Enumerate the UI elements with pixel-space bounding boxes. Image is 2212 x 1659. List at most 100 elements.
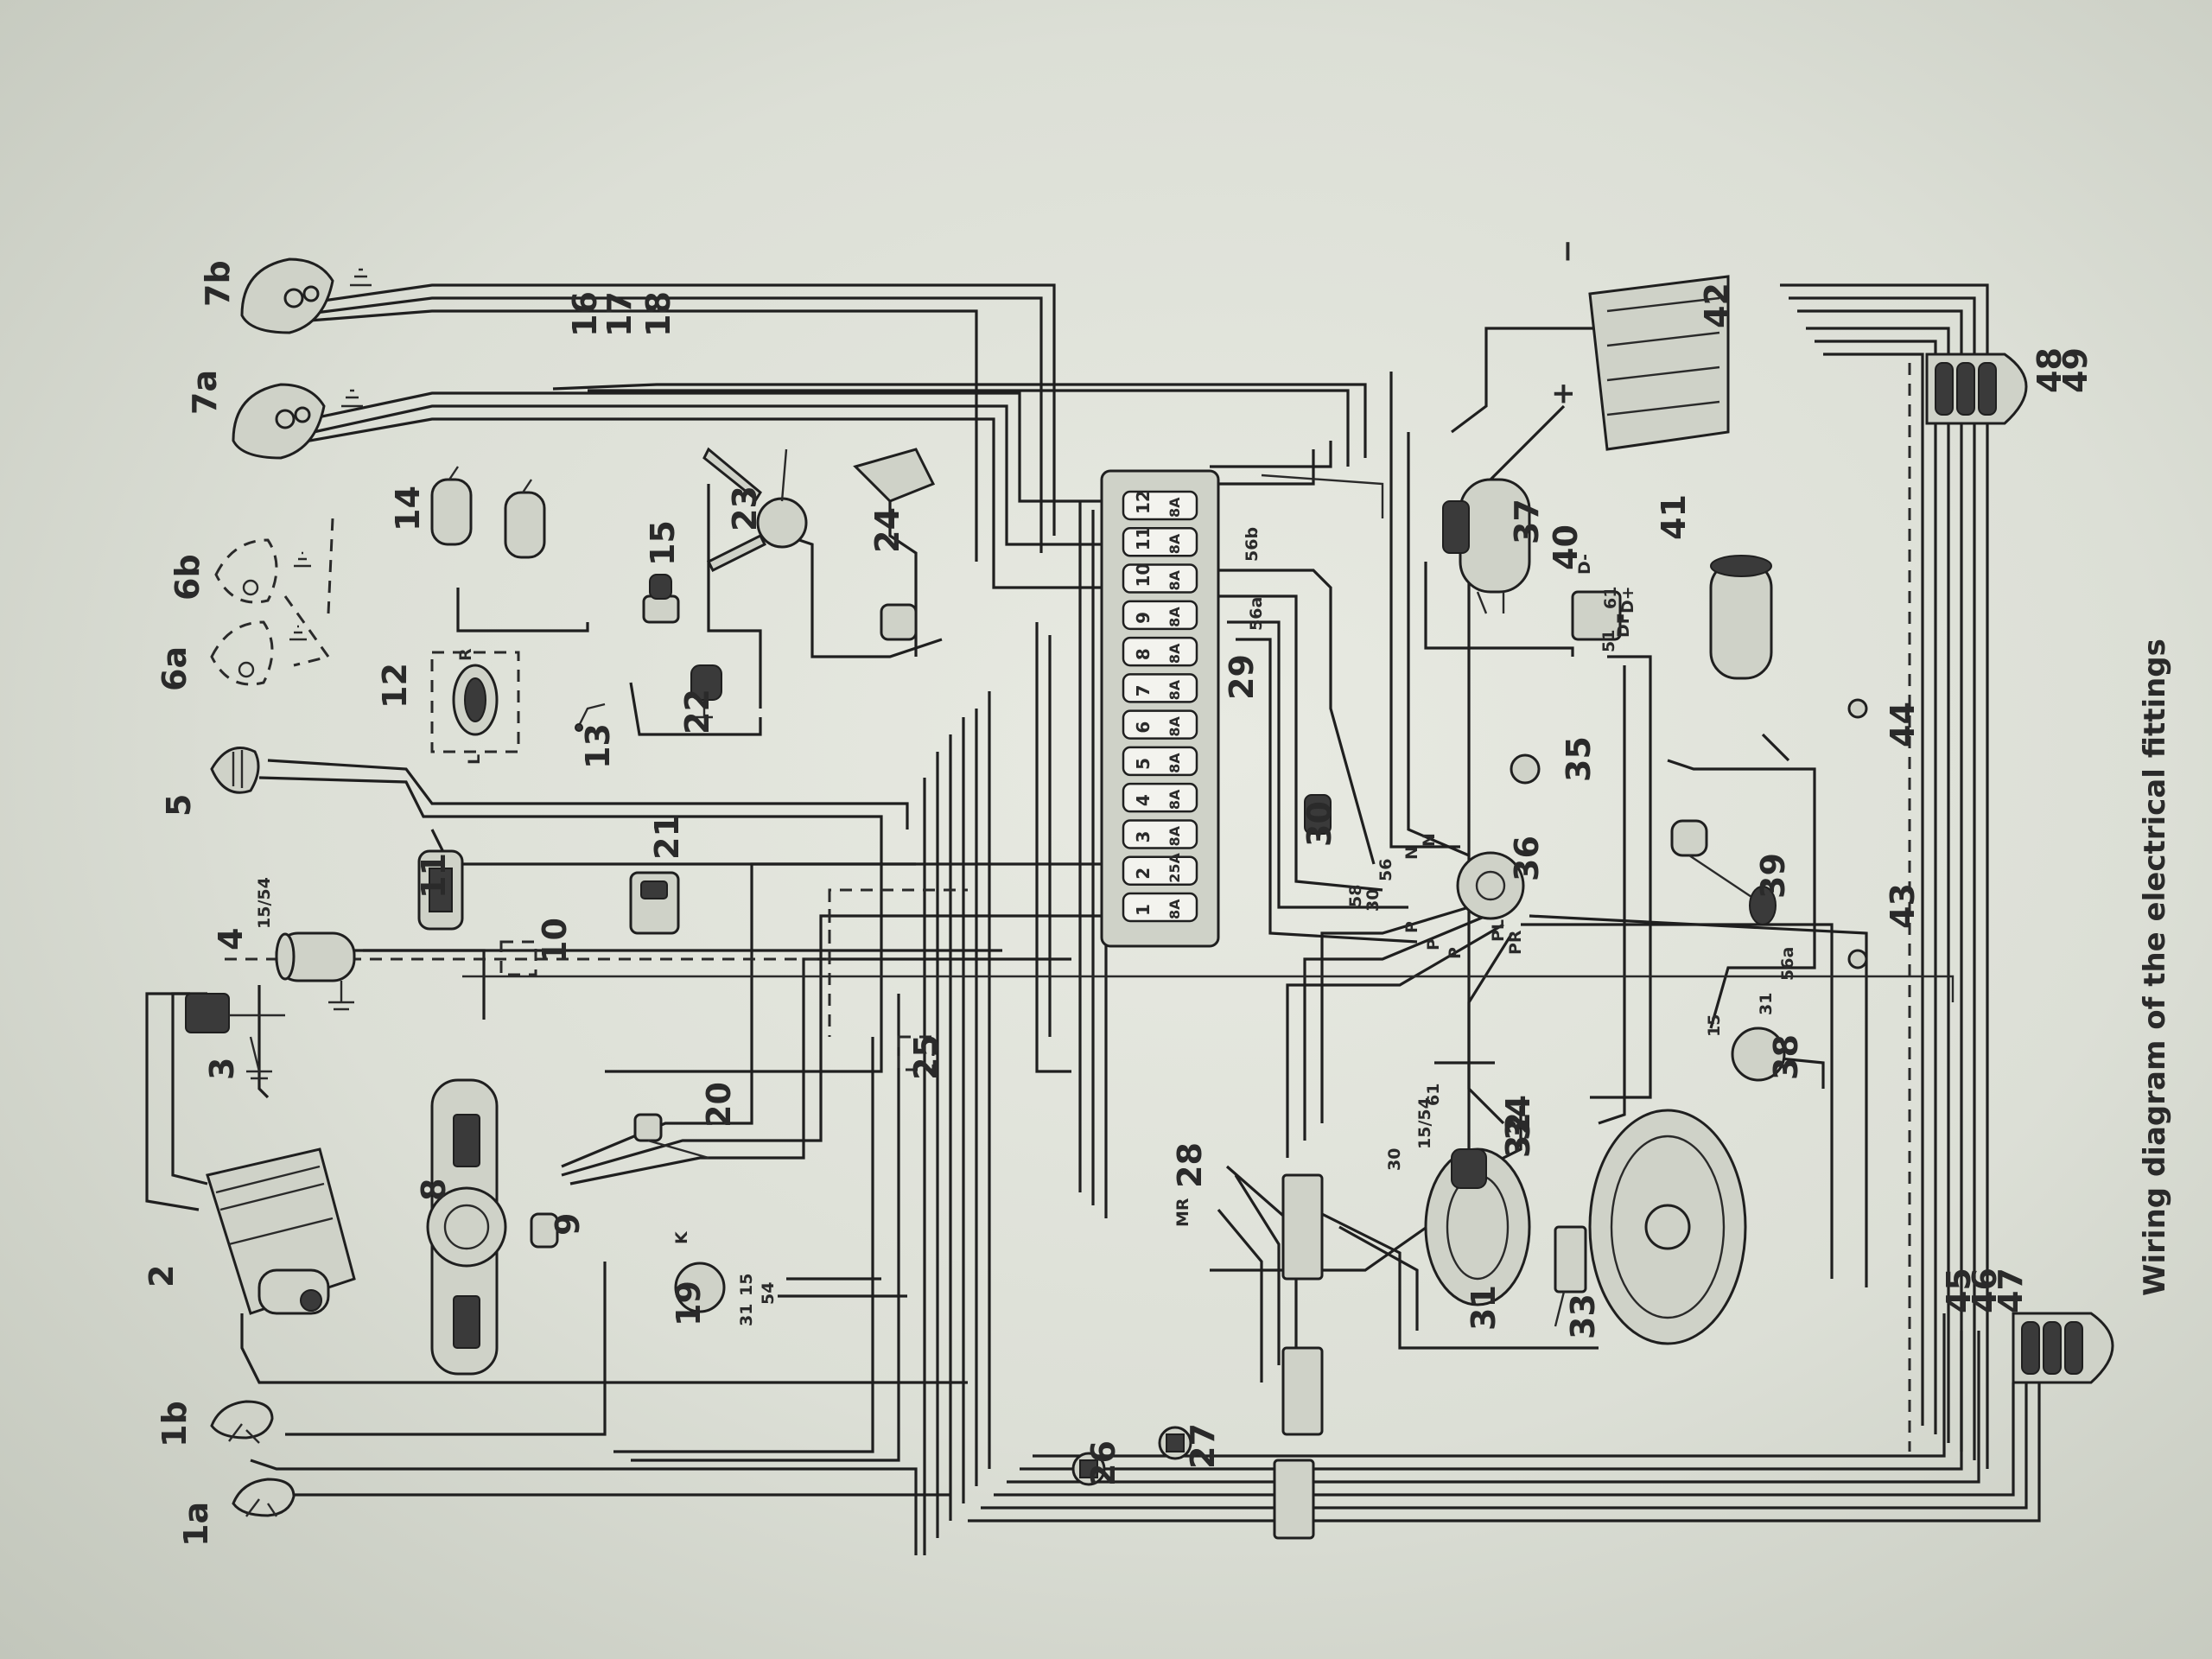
component-2	[206, 1147, 356, 1315]
component-6a	[210, 620, 307, 686]
component-34	[1588, 1109, 1747, 1345]
component-37	[1442, 478, 1531, 614]
component-label-7a: 7a	[186, 370, 224, 415]
component-14	[430, 466, 546, 559]
terminal-label-tN1: N	[1402, 846, 1421, 860]
fuse-body	[1122, 746, 1198, 777]
component-26	[1071, 1452, 1106, 1486]
terminal-label-tD_minus: D-	[1575, 554, 1594, 575]
component-label-37: 37	[1508, 499, 1546, 544]
terminal-label-t1554_ign: 15/54	[1415, 1097, 1434, 1149]
terminal-label-t58: 58	[1346, 885, 1365, 907]
component-8	[426, 1078, 507, 1376]
fuse-rating: 8A	[1166, 753, 1183, 773]
component-41	[1709, 555, 1773, 680]
component-24	[853, 448, 936, 641]
fuse-rating: 8A	[1166, 825, 1183, 846]
component-label-42: 42	[1698, 283, 1736, 328]
terminal-label-tK: K	[672, 1230, 691, 1244]
component-5	[210, 747, 260, 794]
terminal-label-tL: L	[465, 754, 484, 765]
component-35	[1510, 753, 1541, 785]
component-label-12: 12	[376, 663, 414, 709]
terminal-label-t54_19: 54	[759, 1282, 778, 1305]
component-40	[1571, 590, 1622, 641]
fuse-body	[1122, 855, 1198, 886]
fuse-body	[1122, 673, 1198, 703]
component-label-25: 25	[907, 1034, 945, 1080]
terminal-labels: 15/5415/543061583056NNPPPPLPR56a56a56b15…	[255, 239, 1797, 1327]
component-label-20: 20	[700, 1082, 738, 1128]
component-label-15: 15	[644, 520, 682, 566]
fuse-rating: 8A	[1166, 789, 1183, 810]
terminal-label-tP3: P	[1446, 947, 1465, 959]
component-43	[1847, 949, 1868, 969]
component-label-41: 41	[1655, 494, 1693, 540]
fuse-body	[1122, 527, 1198, 557]
terminal-label-tPL: PL	[1489, 919, 1508, 942]
fuse-rating: 8A	[1166, 497, 1183, 518]
terminal-label-tN2: N	[1420, 833, 1439, 847]
component-15	[642, 574, 680, 624]
fuse-body	[1122, 782, 1198, 813]
component-label-22: 22	[678, 689, 716, 734]
component-label-32: 32	[1499, 1112, 1537, 1158]
component-38	[1731, 1027, 1786, 1082]
fuse-rating: 25A	[1166, 852, 1183, 882]
component-label-34: 34	[1499, 1095, 1537, 1141]
terminal-label-batt_minus: −	[1550, 239, 1585, 264]
fuse-number: 9	[1133, 612, 1154, 624]
terminal-label-tDF: DF	[1614, 613, 1633, 638]
fuse-body	[1122, 636, 1198, 667]
component-label-27: 27	[1184, 1423, 1222, 1469]
terminal-label-tR: R	[456, 648, 475, 661]
component-label-16: 16	[566, 291, 604, 337]
component-label-45: 45	[1940, 1268, 1978, 1313]
wire-harness	[145, 283, 2041, 1555]
component-label-38: 38	[1767, 1034, 1805, 1080]
component-label-28: 28	[1171, 1142, 1209, 1188]
component-28	[1273, 1173, 1324, 1540]
component-label-48: 48	[2031, 347, 2069, 393]
terminal-label-t1554_coil: 15/54	[255, 877, 274, 929]
component-42	[1588, 275, 1730, 451]
component-23	[702, 447, 808, 573]
fuse-4: 4 8A	[1122, 782, 1198, 813]
fuse-number: 1	[1133, 904, 1154, 916]
component-label-14: 14	[389, 486, 427, 531]
component-4	[275, 931, 356, 1011]
component-label-10: 10	[536, 918, 574, 963]
component-39	[1670, 819, 1777, 925]
component-label-1a: 1a	[177, 1502, 215, 1547]
component-1a	[232, 1478, 296, 1517]
component-6b	[214, 538, 311, 604]
fuse-body	[1122, 819, 1198, 849]
terminal-label-tP2: P	[1424, 938, 1443, 950]
terminal-label-t31_19: 31	[737, 1304, 756, 1326]
fuse-rating: 8A	[1166, 533, 1183, 554]
terminal-label-t15_38: 15	[1705, 1014, 1724, 1037]
fuse-rating: 8A	[1166, 569, 1183, 590]
terminal-label-tMR: MR	[1173, 1198, 1192, 1227]
component-label-19: 19	[670, 1281, 708, 1326]
terminal-label-t56a_lower: 56a	[1778, 947, 1797, 981]
component-label-1b: 1b	[156, 1401, 194, 1447]
component-21	[629, 871, 680, 935]
component-label-47: 47	[1992, 1268, 2030, 1313]
fuse-number: 2	[1133, 868, 1154, 880]
component-label-17: 17	[601, 291, 639, 337]
fuse-number: 7	[1133, 684, 1154, 696]
terminal-label-t30_sw: 30	[1363, 889, 1382, 912]
terminal-label-tP1: P	[1402, 921, 1421, 933]
terminal-label-tPR: PR	[1506, 930, 1525, 955]
fuse-number: 4	[1133, 794, 1154, 806]
fuse-number: 6	[1133, 721, 1154, 734]
